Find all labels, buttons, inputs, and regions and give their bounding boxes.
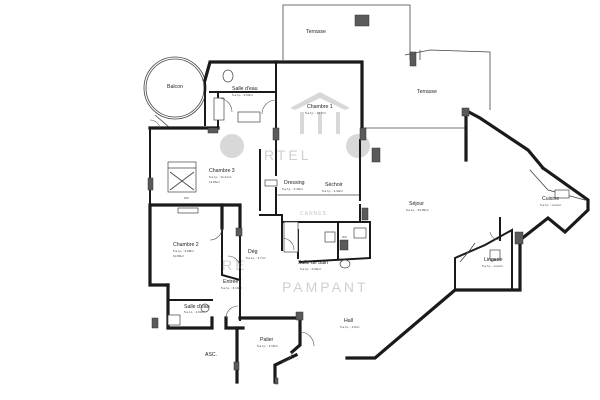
label-chambre1: Chambre 1 — [307, 104, 333, 110]
label-chambre3: Chambre 3 — [209, 168, 235, 174]
area-sejour: 5.a.f.p. : 63.99m² — [406, 208, 429, 212]
label-chambre2: Chambre 2 — [173, 242, 199, 248]
fixtures — [167, 69, 570, 326]
label-cuisine: Cuisine — [542, 196, 559, 202]
label-salle-bain: Salle de bain — [298, 260, 328, 266]
label-entree: Entrée — [223, 279, 238, 285]
area-chambre3: 5.a.f.p. : 11.41m² — [209, 175, 231, 179]
area-palier: 5.a.f.p. : 3.16m² — [257, 344, 278, 348]
label-sejour: Séjour — [409, 201, 424, 207]
label-wc-1: WC — [184, 196, 190, 200]
label-dressing: Dressing — [284, 180, 305, 186]
label-salle-eau-top: Salle d'eau — [232, 86, 258, 92]
balcony-outline — [143, 56, 207, 129]
label-degagement: Dég — [248, 249, 258, 255]
area-cuisine: 5.a.f.p. : xxxxm² — [540, 203, 561, 207]
structural-pillars — [147, 107, 524, 385]
label-balcon: Balcon — [167, 84, 183, 90]
watermark-text-1: RTEL — [264, 147, 312, 163]
area-salle-eau-bottom: 5.a.f.p. : 2.63m² — [184, 310, 205, 314]
area-entree: 5.a.f.p. : 6.10m² — [221, 286, 242, 290]
watermark-text-3: RE — [222, 257, 247, 273]
watermark-text-2: CANNES — [300, 211, 327, 217]
area-hall: 5.a.f.p. : 4.8m² — [340, 325, 359, 329]
area-salle-bain: 5.a.f.p. : 6.96m² — [300, 267, 321, 271]
interior-walls — [150, 61, 586, 321]
label-sechoir: Sèchoir — [325, 182, 343, 188]
area-dressing: 5.a.f.p. : 3.46m² — [282, 187, 303, 191]
area2-chambre3: 13.86m² — [209, 180, 220, 184]
area-degagement: 5.a.f.p. : 3.7m² — [246, 256, 265, 260]
watermark-text-4: PAMPANT — [282, 279, 369, 295]
exterior-walls — [148, 60, 590, 384]
label-hall: Hall — [344, 318, 353, 324]
area-sechoir: 5.a.f.p. : 3.34m² — [322, 189, 343, 193]
area2-chambre2: 10.89m² — [173, 254, 184, 258]
label-salle-eau-bottom: Salle d'eau — [184, 304, 210, 310]
area-lingerie: 5.a.f.p. : xxxxm² — [482, 264, 503, 268]
label-wc-2: WC — [342, 235, 348, 239]
terrace-outlines — [282, 4, 491, 129]
area-salle-eau-top: 5.a.f.p. : 2.63m² — [232, 93, 253, 97]
label-lingerie: Lingerie — [484, 257, 503, 263]
label-terrasse-top: Terrasse — [306, 29, 326, 35]
room-labels: Terrasse Terrasse Balcon Salle d'eau 5.a… — [167, 29, 561, 358]
door-swings — [149, 97, 501, 363]
area-chambre2: 5.a.f.p. : 9.88m² — [173, 249, 194, 253]
label-terrasse-right: Terrasse — [417, 89, 437, 95]
label-asc: ASC. — [205, 352, 217, 358]
area-chambre1: 5.a.f.p. : 10.7m² — [305, 111, 326, 115]
label-palier: Palier — [260, 337, 274, 343]
